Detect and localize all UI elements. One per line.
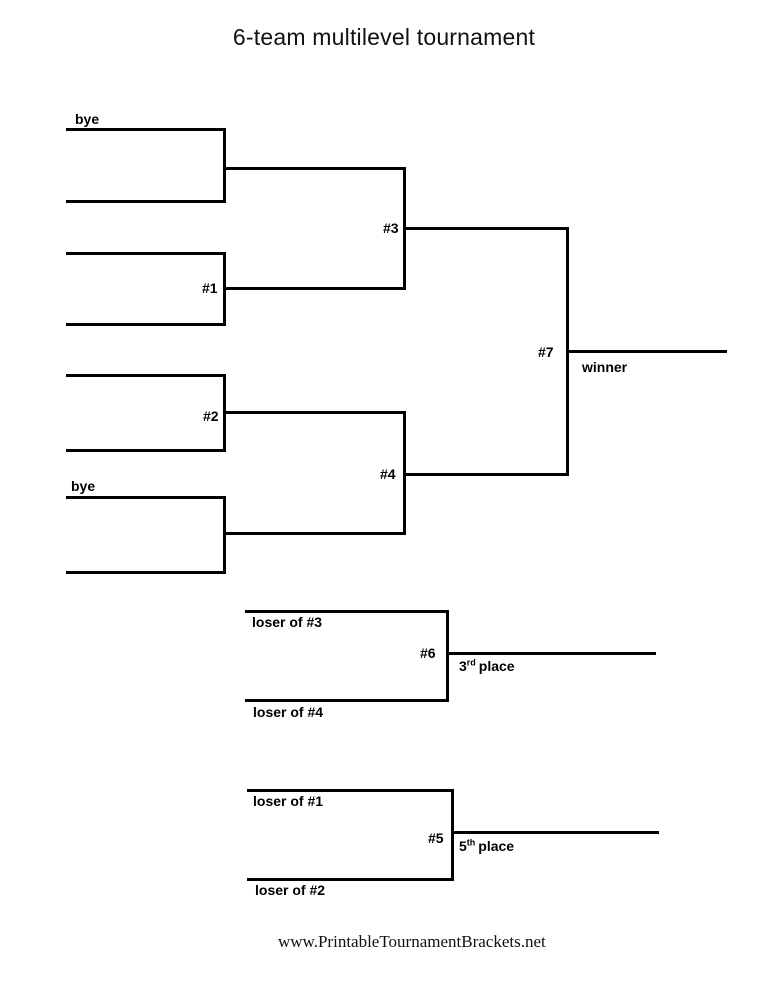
match-d-top-line — [66, 496, 226, 499]
match-a-top-line — [66, 128, 226, 131]
match-a-right-line — [223, 128, 226, 203]
winner-label: winner — [582, 359, 628, 375]
match-5-right-line — [451, 789, 454, 881]
fifth-place-number: 5 — [459, 838, 467, 854]
match-a-bottom-line — [66, 200, 226, 203]
loser-of-1-label: loser of #1 — [253, 793, 324, 809]
match-1-top-line — [66, 252, 226, 255]
match-6-bottom-line — [245, 699, 449, 702]
bye-label-bottom: bye — [71, 478, 96, 494]
fifth-place-output-line — [451, 831, 659, 834]
loser-of-4-label: loser of #4 — [253, 704, 324, 720]
page-title: 6-team multilevel tournament — [232, 24, 536, 50]
match-7-label: #7 — [538, 344, 554, 360]
loser-of-3-label: loser of #3 — [252, 614, 323, 630]
match-1-label: #1 — [202, 280, 218, 296]
match-3-label: #3 — [383, 220, 399, 236]
match-d-bottom-line — [66, 571, 226, 574]
third-place-number: 3 — [459, 658, 467, 674]
match-5-top-line — [247, 789, 454, 792]
match-6-label: #6 — [420, 645, 436, 661]
match-6-right-line — [446, 610, 449, 702]
fifth-place-ordinal: th — [466, 837, 476, 848]
match-4-output-line — [403, 473, 569, 476]
match-5-label: #5 — [428, 830, 444, 846]
match-3-output-line — [403, 227, 569, 230]
third-place-output-line — [446, 652, 656, 655]
match-d-connector-line — [223, 532, 406, 535]
third-place-ordinal: rd — [466, 657, 476, 668]
loser-of-2-label: loser of #2 — [255, 882, 326, 898]
bye-label-top: bye — [75, 111, 100, 127]
match-1-bottom-line — [66, 323, 226, 326]
match-5-bottom-line — [247, 878, 454, 881]
fifth-place-word: place — [478, 838, 515, 854]
match-2-connector-line — [223, 411, 406, 414]
match-6-top-line — [245, 610, 449, 613]
match-4-label: #4 — [380, 466, 396, 482]
match-2-bottom-line — [66, 449, 226, 452]
footer-url: www.PrintableTournamentBrackets.net — [278, 932, 546, 951]
match-2-label: #2 — [203, 408, 219, 424]
match-d-right-line — [223, 496, 226, 574]
winner-output-line — [566, 350, 727, 353]
match-1-connector-line — [223, 287, 406, 290]
match-a-connector-line — [223, 167, 406, 170]
third-place-word: place — [478, 658, 515, 674]
match-2-top-line — [66, 374, 226, 377]
